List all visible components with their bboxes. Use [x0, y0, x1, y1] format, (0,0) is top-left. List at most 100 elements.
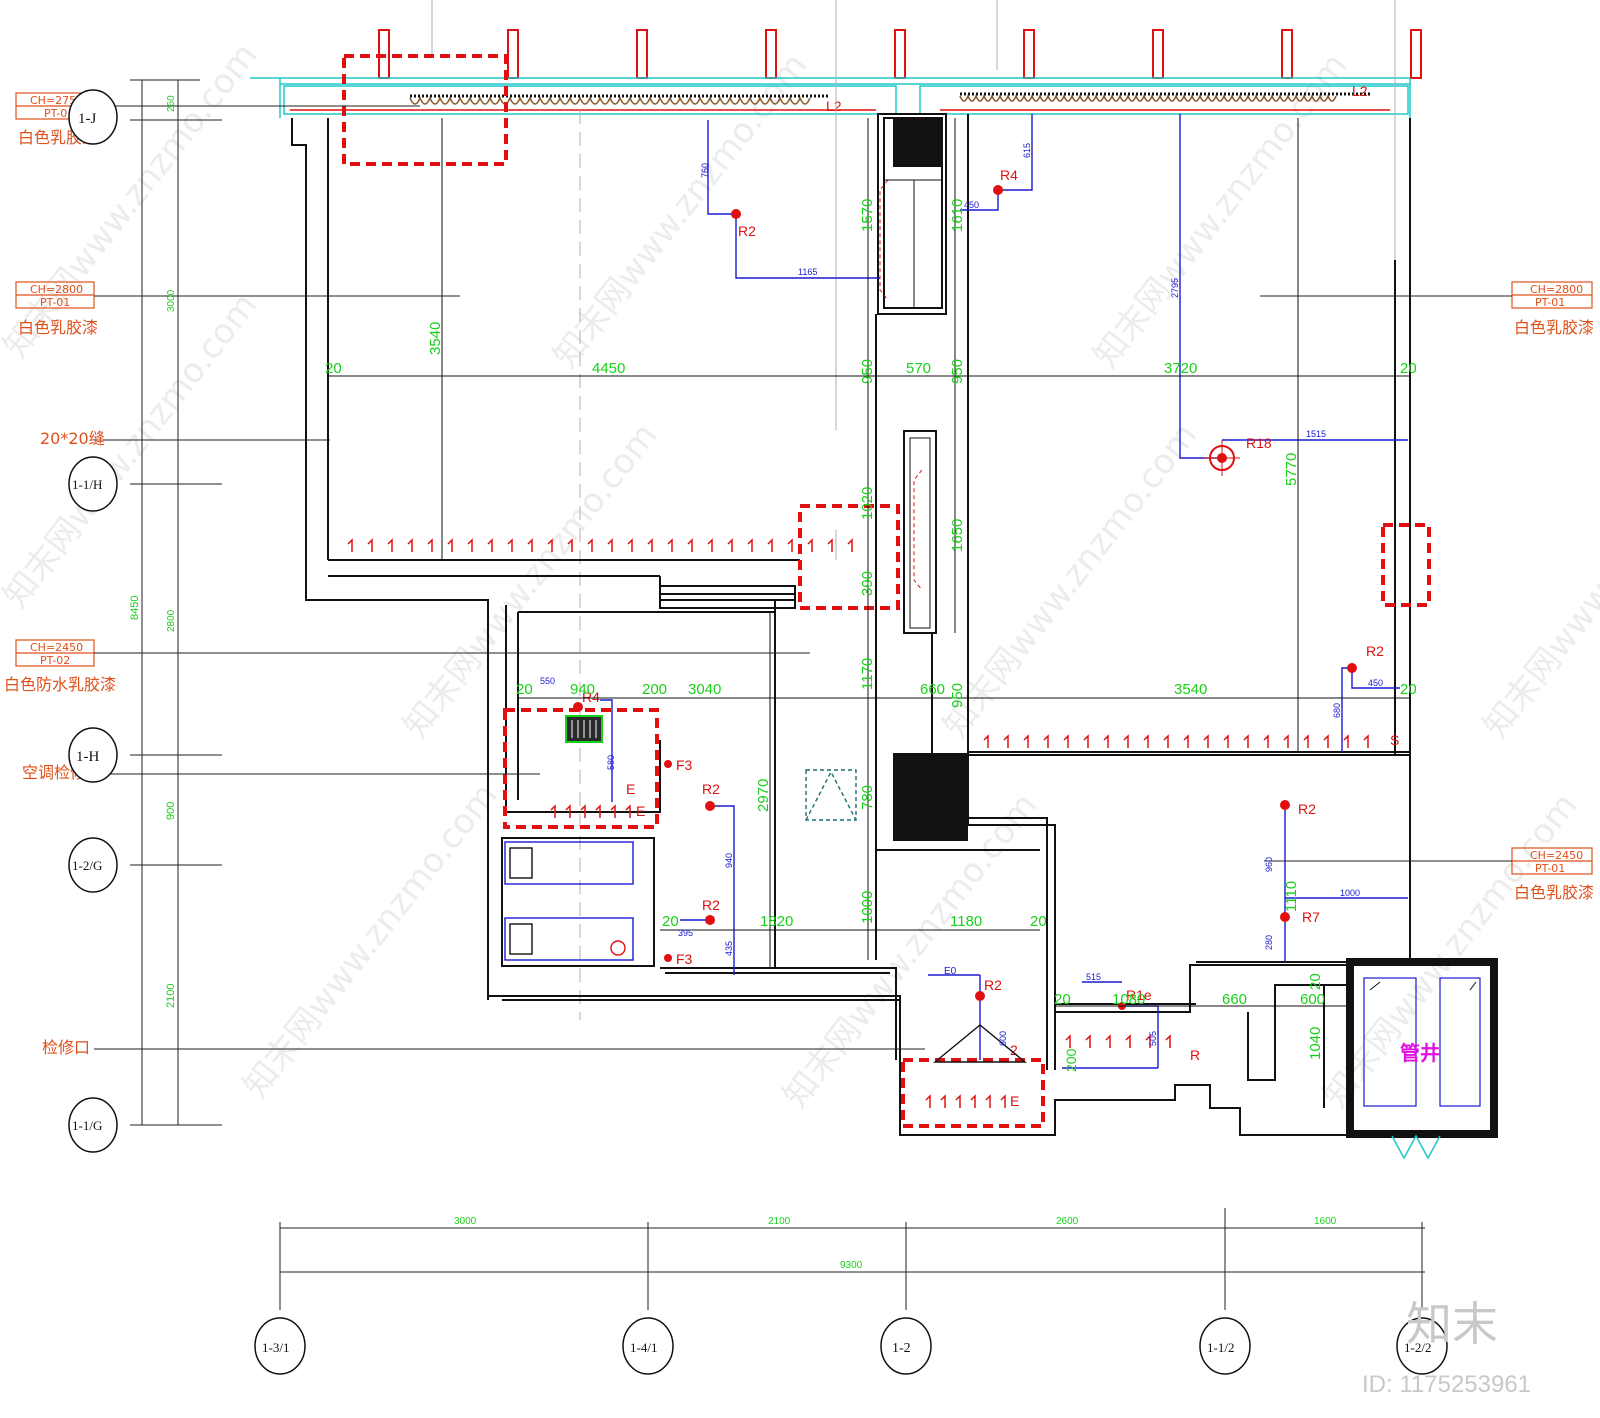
dim-label: 1040 — [1307, 1027, 1324, 1060]
dim-label: 780 — [859, 785, 876, 810]
downlight: R4 — [573, 689, 600, 712]
dim-label: 660 — [1222, 991, 1247, 1008]
dim-label: 20 — [662, 913, 679, 930]
dim-label: 1610 — [949, 199, 966, 232]
ac-grille — [565, 715, 603, 743]
dim-label: 1180 — [950, 913, 982, 930]
bottom-dimension-chain — [279, 1208, 1425, 1310]
svg-text:R2: R2 — [1298, 801, 1316, 817]
callout-finish: PT-01 — [1535, 296, 1565, 309]
brand-watermark: 知末 — [1406, 1298, 1498, 1350]
downlight: R2 — [975, 977, 1002, 1001]
svg-text:R18: R18 — [1246, 435, 1272, 451]
svg-text:1-3/1: 1-3/1 — [262, 1340, 289, 1355]
watermark-text: 知末网www.znzmo.com — [1316, 786, 1586, 1116]
svg-text:1-2/2: 1-2/2 — [1404, 1340, 1431, 1355]
callout-finish: PT-01 — [1535, 862, 1565, 875]
dim-label: 435 — [724, 941, 734, 956]
dim-label: 395 — [678, 928, 693, 938]
svg-text:1-2: 1-2 — [892, 1341, 911, 1356]
downlight: R2 — [702, 781, 720, 811]
axis-bubble: 1-1/H — [68, 456, 118, 512]
dim-label: 2100 — [165, 984, 177, 1008]
svg-text:1-1/G: 1-1/G — [72, 1118, 102, 1133]
callout-material: 白色乳胶漆 — [1514, 883, 1594, 902]
dim-label: 200 — [642, 681, 667, 698]
dim-label: 940 — [724, 853, 734, 868]
svg-text:F3: F3 — [676, 757, 693, 773]
column-block — [893, 117, 943, 167]
id-label: ID: 1175253961 — [1362, 1371, 1531, 1398]
reference-lines — [431, 0, 1396, 1020]
dim-label: 1000 — [1340, 888, 1360, 898]
dim-label: 1165 — [798, 267, 817, 277]
axis-bubble: 1-H — [68, 727, 118, 783]
svg-text:R2: R2 — [1366, 643, 1384, 659]
dim-label: 200 — [1063, 1048, 1079, 1072]
leader-dims: 760 1165 615 450 2795 1515 450 680 960 1… — [540, 143, 1383, 1072]
dim-label: 900 — [165, 802, 177, 820]
symbol-label: E — [1010, 1093, 1019, 1109]
axis-bubble: 1-3/1 — [254, 1317, 306, 1375]
callout-code: CH=2750 — [30, 94, 83, 107]
lights-layer: R2 R4 R18 R2 R2 R7 R4 R2 F3 R2 F3 R2 R1e — [573, 167, 1384, 1010]
right-callouts: CH=2800 PT-01 白色乳胶漆 CH=2450 PT-01 白色乳胶漆 — [1260, 281, 1594, 902]
symbol-label: E0 — [944, 966, 957, 977]
svg-text:R1e: R1e — [1126, 987, 1152, 1003]
exhaust-fan: F3 — [664, 757, 693, 773]
curtain-light-label: L2 — [1352, 83, 1368, 99]
dim-label: 8450 — [129, 596, 141, 620]
axis-bubble: 1-2/G — [68, 837, 118, 893]
dim-label: 1110 — [1283, 881, 1300, 912]
callout-code: CH=2800 — [1530, 283, 1583, 296]
room-dims: 20 4450 950 570 950 3720 20 3540 1570 16… — [325, 199, 1417, 1060]
dim-label: 2795 — [1170, 278, 1180, 298]
symbol-label: S — [1390, 732, 1399, 748]
svg-text:1-1/2: 1-1/2 — [1207, 1340, 1234, 1355]
curtain-light-label: L2 — [826, 98, 842, 114]
highlight-box — [342, 54, 1431, 1128]
dim-label: 20 — [1030, 913, 1047, 930]
access-panel-icon — [805, 769, 857, 821]
window-band: L2 L2 — [250, 29, 1422, 118]
dim-label: 1515 — [1306, 429, 1326, 439]
left-dimension-chain — [130, 79, 222, 1126]
dim-label: 20 — [1400, 681, 1417, 698]
watermark-text: 知末网www.znzmo.com — [1476, 416, 1600, 746]
axis-bubble: 1-2 — [880, 1317, 932, 1375]
callout-finish: PT-0 — [44, 107, 67, 120]
svg-text:R4: R4 — [582, 689, 600, 705]
downlight: R2 — [702, 897, 720, 925]
callout-code: CH=2800 — [30, 283, 83, 296]
dim-label: 950 — [949, 683, 966, 708]
left-callouts: CH=2750 PT-0 白色乳胶漆 CH=2800 PT-01 白色乳胶漆 C… — [4, 92, 925, 1057]
walls — [291, 113, 1411, 1136]
dim-label: 20 — [1054, 991, 1071, 1008]
symbol-label: R — [1190, 1047, 1200, 1063]
symbols-layer: E E E 2 R S E0 — [626, 732, 1399, 1109]
watermark-layer: 知末网www.znzmo.com 知末网www.znzmo.com 知末网www… — [0, 36, 1600, 1116]
dim-label: 2600 — [1056, 1216, 1079, 1227]
gap-note: 20*20缝 — [40, 429, 105, 448]
svg-text:R4: R4 — [1000, 167, 1018, 183]
large-downlight: R18 — [1204, 435, 1272, 476]
watermark-text: 知末网www.znzmo.com — [936, 416, 1206, 746]
dim-label: 505 — [1148, 1031, 1158, 1046]
dim-label: 615 — [1022, 143, 1032, 158]
svg-text:1-4/1: 1-4/1 — [630, 1340, 657, 1355]
dim-label: 20 — [1307, 973, 1324, 990]
dim-label: 570 — [906, 360, 931, 377]
dim-label: 1650 — [949, 519, 966, 552]
svg-text:R2: R2 — [702, 897, 720, 913]
dim-label: 950 — [859, 359, 876, 384]
symbol-label: 2 — [1010, 1042, 1018, 1058]
dim-label: 660 — [920, 681, 945, 698]
dim-label: 4450 — [592, 360, 625, 377]
callout-finish: PT-01 — [40, 296, 70, 309]
callout-code: CH=2450 — [1530, 849, 1583, 862]
downlight: R2 — [1280, 800, 1316, 817]
toilet-fixture — [504, 841, 634, 961]
dim-label: 550 — [540, 676, 555, 686]
left-dims: 260 3000 8450 2800 900 2100 — [129, 95, 177, 1008]
